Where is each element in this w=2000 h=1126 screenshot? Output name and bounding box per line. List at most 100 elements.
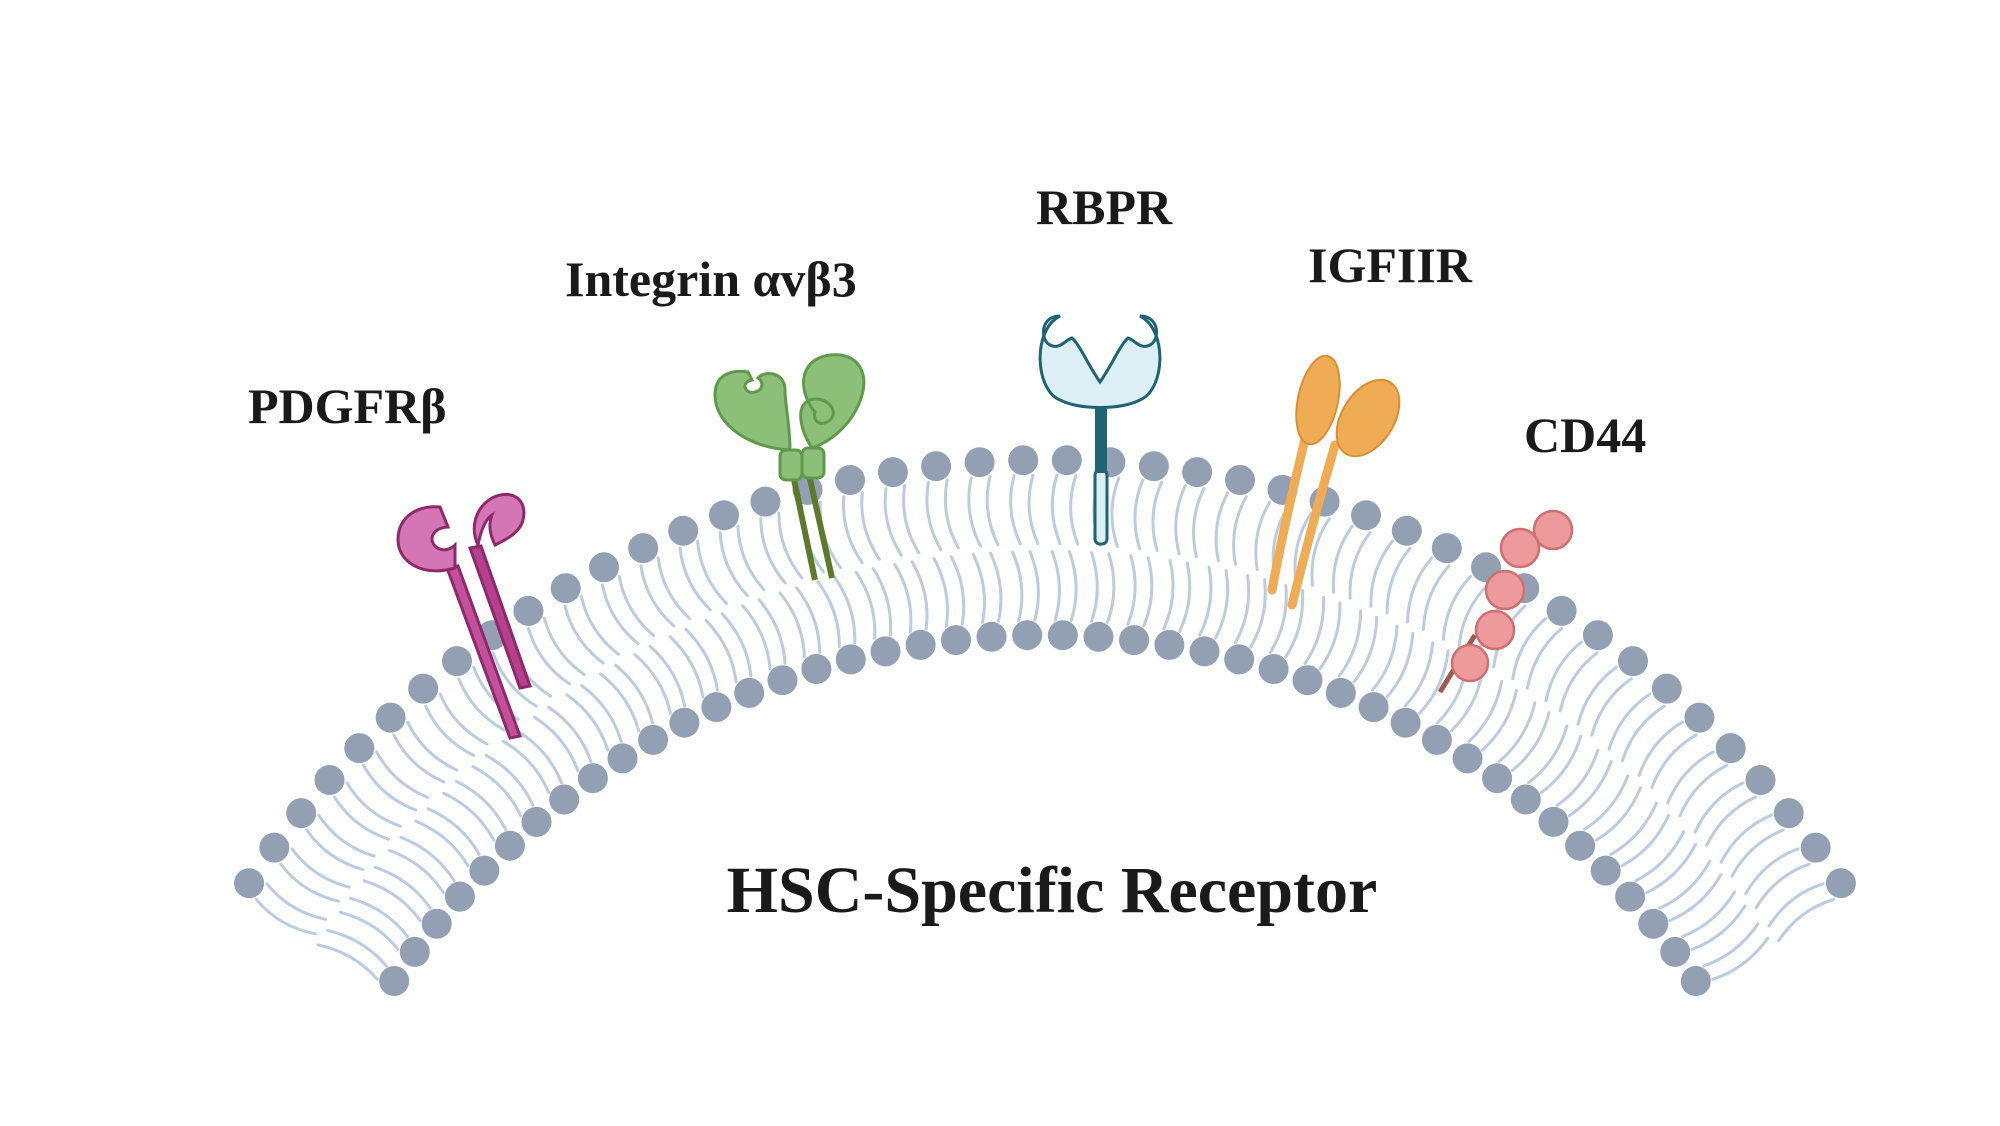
lipid-tail xyxy=(736,524,766,592)
lipid-tail xyxy=(1678,763,1728,818)
lipid-tail xyxy=(1162,559,1175,631)
lipid-tail xyxy=(563,604,605,665)
lipid-tail xyxy=(816,580,841,649)
lipid-tail xyxy=(617,574,656,638)
cd44-domain-4 xyxy=(1474,609,1516,651)
inner-lipid-head xyxy=(1189,636,1220,667)
lipid-tail xyxy=(757,598,787,665)
cd44-domain-5 xyxy=(1450,643,1490,683)
inner-lipid-head xyxy=(1047,620,1078,651)
lipid-tail xyxy=(1178,561,1192,633)
lipid-tail xyxy=(704,618,738,684)
lipid-tail xyxy=(332,795,391,841)
inner-lipid-head xyxy=(1154,629,1185,660)
lipid-tail xyxy=(841,495,864,565)
inner-lipid-head xyxy=(905,629,936,660)
lipid-tail xyxy=(484,753,535,807)
lipid-tail xyxy=(1142,556,1154,628)
lipid-tail xyxy=(1151,480,1164,553)
rbpr-receptor xyxy=(1038,314,1162,546)
lipid-tail xyxy=(1198,565,1213,637)
lipid-tail xyxy=(1645,843,1697,895)
lipid-tail xyxy=(1069,474,1080,546)
lipid-tail xyxy=(1385,631,1415,699)
outer-lipid-head xyxy=(1351,500,1381,531)
outer-lipid-head xyxy=(513,595,544,626)
lipid-tail xyxy=(254,897,318,936)
lipid-tail xyxy=(1680,890,1737,939)
lipid-tail xyxy=(580,683,623,743)
lipid-tail xyxy=(696,539,728,605)
lipid-tail xyxy=(1583,774,1630,831)
outer-lipid-head xyxy=(1431,533,1462,564)
lipid-tail xyxy=(1567,759,1613,818)
lipid-tail xyxy=(1527,724,1569,785)
lipid-tail xyxy=(1441,574,1473,641)
rbpr-stem-upper xyxy=(1095,405,1107,473)
lipid-tail xyxy=(943,478,960,550)
lipid-tail xyxy=(491,651,538,708)
lipid-tail xyxy=(1609,801,1658,856)
inner-lipid-head xyxy=(399,936,430,967)
lipid-tail xyxy=(985,475,1000,547)
rbpr-head xyxy=(1038,314,1162,409)
lipid-tail xyxy=(547,705,593,763)
outer-lipid-head xyxy=(668,515,699,546)
lipid-tail xyxy=(1106,552,1116,624)
lipid-tail xyxy=(883,487,903,557)
inner-lipid-head xyxy=(444,881,475,912)
lipid-tail xyxy=(1050,550,1061,622)
lipid-tail xyxy=(1213,569,1230,640)
lipid-tail xyxy=(1690,904,1747,951)
lipid-tail xyxy=(1068,550,1078,622)
lipid-tail xyxy=(1331,524,1354,594)
lipid-tail xyxy=(1705,795,1758,847)
lipid-tail xyxy=(1658,859,1712,910)
lipid-tail xyxy=(795,586,822,654)
lipid-tail xyxy=(1544,640,1583,703)
lipid-tail xyxy=(326,928,388,968)
rbpr-stem-lower xyxy=(1093,468,1109,546)
inner-lipid-head xyxy=(1325,677,1356,708)
lipid-tail xyxy=(971,553,986,624)
outer-lipid-head xyxy=(1618,646,1648,677)
outer-lipid-head xyxy=(1008,445,1039,476)
integrin-leg-left xyxy=(789,469,818,581)
outer-lipid-head xyxy=(442,646,472,677)
cd44-domain-1 xyxy=(1532,509,1574,551)
integrin-receptor xyxy=(713,353,866,581)
lipid-tail xyxy=(387,848,445,895)
lipid-tail xyxy=(1457,583,1489,649)
lipid-tail xyxy=(1028,550,1040,622)
outer-lipid-head xyxy=(286,798,317,829)
outer-lipid-head xyxy=(1773,798,1804,829)
lipid-tail xyxy=(741,604,772,671)
lipid-tail xyxy=(599,672,641,733)
outer-lipid-head xyxy=(964,447,995,478)
outer-lipid-head xyxy=(1651,673,1682,704)
lipid-tail xyxy=(1767,882,1825,928)
lipid-tail xyxy=(1418,649,1450,715)
lipid-tail xyxy=(426,807,481,856)
lipid-tail xyxy=(1719,813,1773,864)
lipid-tail xyxy=(1497,701,1537,763)
inner-lipid-head xyxy=(1660,936,1691,967)
outer-lipid-head xyxy=(1582,620,1613,651)
lipid-tail xyxy=(1480,689,1518,752)
lipid-tail xyxy=(910,560,929,631)
lipid-tail xyxy=(1511,617,1548,681)
inner-lipid-head xyxy=(638,724,669,755)
lipid-tail xyxy=(579,595,620,656)
lipid-tail xyxy=(406,720,459,772)
outer-lipid-head xyxy=(234,868,265,899)
inner-lipid-head xyxy=(734,677,765,708)
lipid-tail xyxy=(392,733,446,784)
lipid-tail xyxy=(989,551,1003,623)
inner-lipid-head xyxy=(835,644,866,675)
inner-lipid-head xyxy=(1452,743,1483,774)
lipid-tail xyxy=(656,556,692,621)
lipid-tail xyxy=(290,847,351,889)
lipid-tail xyxy=(1590,677,1633,737)
lipid-tail xyxy=(777,511,804,580)
